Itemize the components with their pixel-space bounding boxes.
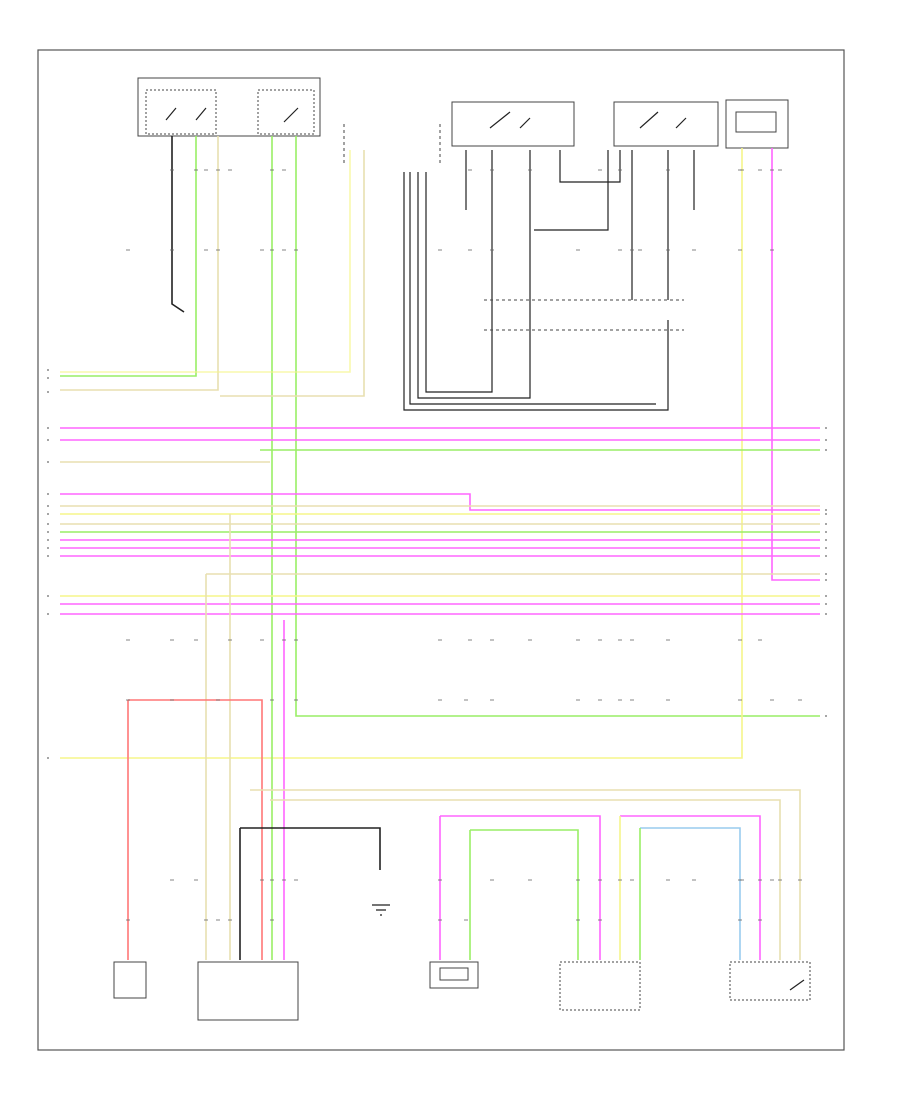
edge-marker-right xyxy=(825,573,827,575)
harness-rows xyxy=(60,428,820,614)
edge-marker-right xyxy=(825,547,827,549)
sender-wires xyxy=(440,816,760,960)
edge-marker-right xyxy=(825,509,827,511)
edge-marker-left xyxy=(47,493,49,495)
diagram-border xyxy=(38,50,844,1050)
edge-marker-left xyxy=(47,513,49,515)
top-module-left xyxy=(138,78,320,136)
edge-marker-right xyxy=(825,555,827,557)
top-module-right xyxy=(726,100,788,148)
edge-marker-left xyxy=(47,531,49,533)
edge-marker-left xyxy=(47,427,49,429)
fuel-pump-control-module xyxy=(198,962,298,1020)
edge-marker-left xyxy=(47,757,49,759)
edge-marker-left xyxy=(47,539,49,541)
battery-module xyxy=(114,962,146,998)
edge-marker-left xyxy=(47,377,49,379)
edge-marker-right xyxy=(825,427,827,429)
edge-marker-right xyxy=(825,595,827,597)
black-bundle xyxy=(404,150,694,410)
edge-marker-right xyxy=(825,715,827,717)
edge-marker-left xyxy=(47,439,49,441)
splice-connector xyxy=(560,962,640,1010)
lower-vertical-wires xyxy=(128,514,800,960)
edge-marker-right xyxy=(825,439,827,441)
edge-marker-left xyxy=(47,369,49,371)
connector-ticks xyxy=(126,170,802,920)
edge-marker-left xyxy=(47,523,49,525)
component-outline-dashed xyxy=(344,124,440,166)
fuel-tank-unit xyxy=(730,962,810,1000)
edge-marker-right xyxy=(825,513,827,515)
top-module-mid-left xyxy=(452,102,574,146)
edge-marker-left xyxy=(47,461,49,463)
edge-marker-right xyxy=(825,523,827,525)
edge-marker-right xyxy=(825,449,827,451)
top-right-wires xyxy=(60,148,820,758)
edge-marker-left xyxy=(47,547,49,549)
fuel-level-sender xyxy=(430,962,478,988)
ground-connector xyxy=(372,905,390,915)
edge-marker-left xyxy=(47,505,49,507)
edge-marker-left xyxy=(47,613,49,615)
top-module-mid-right xyxy=(614,102,718,146)
edge-marker-left xyxy=(47,391,49,393)
edge-marker-right xyxy=(825,579,827,581)
edge-marker-left xyxy=(47,595,49,597)
edge-marker-left xyxy=(47,555,49,557)
edge-marker-right xyxy=(825,613,827,615)
edge-marker-right xyxy=(825,603,827,605)
edge-marker-right xyxy=(825,531,827,533)
edge-marker-right xyxy=(825,539,827,541)
